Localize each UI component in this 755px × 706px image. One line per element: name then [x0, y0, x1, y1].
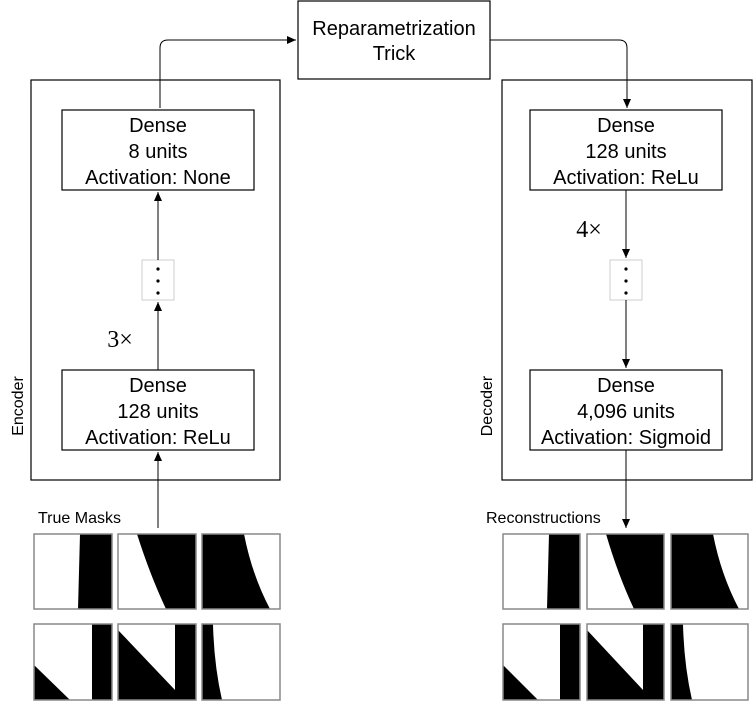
decoder-top-title: Dense	[597, 115, 655, 137]
reconstruction-thumbnail	[586, 623, 665, 701]
reconstructions-grid	[502, 533, 749, 701]
reconstruction-thumbnail	[502, 533, 581, 610]
reparam-line1: Reparametrization	[312, 18, 475, 40]
decoder-bottom-title: Dense	[597, 375, 655, 397]
decoder-label: Decoder	[479, 375, 496, 436]
decoder-bottom-activation: Activation: Sigmoid	[541, 427, 711, 449]
reparametrization-trick-box: Reparametrization Trick	[297, 0, 491, 80]
encoder-repeat-dots	[141, 259, 175, 301]
decoder-top-activation: Activation: ReLu	[553, 167, 699, 189]
decoder-dense-4096-units: Dense 4,096 units Activation: Sigmoid	[529, 369, 723, 451]
true-mask-thumbnail	[33, 623, 113, 701]
encoder-to-reparam-arrow	[159, 36, 296, 108]
encoder-top-units: 8 units	[129, 141, 188, 163]
decoder-repeat-count: 4×	[576, 217, 602, 243]
encoder-repeat-count: 3×	[107, 327, 133, 353]
decoder-bottom-units: 4,096 units	[577, 401, 675, 423]
encoder-label: Encoder	[10, 376, 27, 436]
reconstruction-thumbnail	[502, 623, 581, 701]
reconstruction-thumbnail	[586, 533, 665, 610]
decoder-top-units: 128 units	[585, 141, 666, 163]
decoder-repeat-dots	[609, 259, 643, 301]
reconstruction-thumbnail	[670, 623, 749, 701]
encoder-bottom-activation: Activation: ReLu	[85, 427, 231, 449]
true-masks-grid	[33, 533, 281, 701]
encoder-container: Encoder	[10, 79, 281, 481]
true-mask-thumbnail	[201, 533, 281, 610]
true-mask-thumbnail	[117, 533, 197, 610]
encoder-dense-128-units: Dense 128 units Activation: ReLu	[61, 369, 255, 451]
reconstructions-label: Reconstructions	[486, 510, 601, 527]
encoder-top-activation: Activation: None	[85, 167, 231, 189]
reparam-line2: Trick	[373, 43, 417, 65]
true-mask-thumbnail	[201, 623, 281, 701]
encoder-bottom-units: 128 units	[117, 401, 198, 423]
encoder-bottom-title: Dense	[129, 375, 187, 397]
true-masks-label: True Masks	[38, 510, 121, 527]
encoder-dense-8-units: Dense 8 units Activation: None	[61, 109, 255, 191]
true-mask-thumbnail	[117, 623, 197, 701]
reparam-to-decoder-arrow	[490, 39, 631, 108]
decoder-dense-128-units: Dense 128 units Activation: ReLu	[529, 109, 723, 191]
encoder-top-title: Dense	[129, 115, 187, 137]
connections	[154, 36, 631, 528]
reconstruction-thumbnail	[670, 533, 749, 610]
true-mask-thumbnail	[33, 533, 113, 610]
